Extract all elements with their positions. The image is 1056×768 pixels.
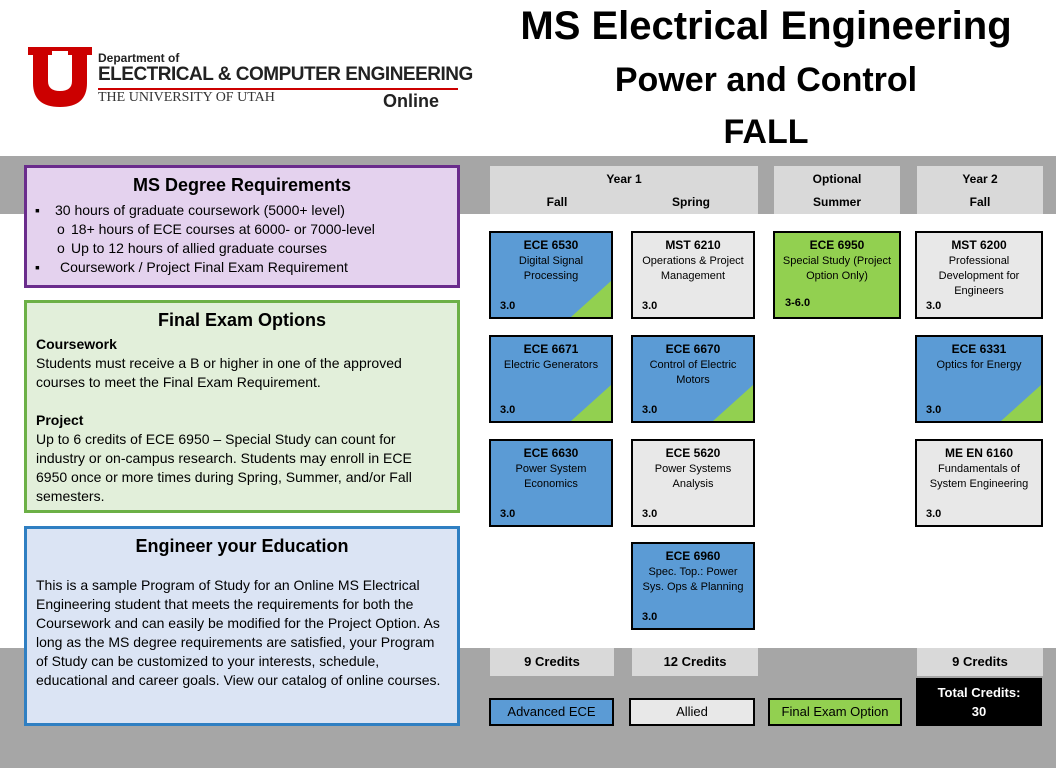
page-subtitle: Power and Control [614, 61, 918, 99]
course-credits: 3.0 [500, 300, 516, 312]
total-credits-label: Total Credits: [937, 685, 1021, 700]
course-code: ECE 6960 [665, 549, 721, 563]
course-meen6160: ME EN 6160 Fundamentals of System Engine… [915, 439, 1043, 527]
course-credits: 3.0 [642, 404, 658, 416]
course-credits: 3.0 [642, 611, 658, 623]
engineer-education-box: Engineer your Education This is a sample… [24, 526, 460, 726]
spring-credits: 12 Credits [632, 648, 758, 676]
course-code: ECE 5620 [665, 446, 721, 460]
course-ece5620: ECE 5620 Power Systems Analysis 3.0 [631, 439, 755, 527]
legend-advanced-ece: Advanced ECE [489, 698, 614, 726]
summer-label: Summer [812, 195, 862, 209]
course-ece6960: ECE 6960 Spec. Top.: Power Sys. Ops & Pl… [631, 542, 755, 630]
logo-university-name: THE UNIVERSITY OF UTAH [98, 90, 275, 105]
list-item: 30 hours of graduate coursework (5000+ l… [27, 201, 457, 220]
course-credits: 3.0 [926, 508, 942, 520]
year2-header: Year 2 Fall [917, 166, 1043, 214]
logo-online-label: Online [383, 91, 440, 111]
project-text: Up to 6 credits of ECE 6950 – Special St… [36, 431, 412, 504]
final-exam-option-marker [1001, 385, 1041, 421]
course-credits: 3.0 [500, 404, 516, 416]
requirements-list: 30 hours of graduate coursework (5000+ l… [27, 201, 457, 277]
course-code: ECE 6670 [665, 342, 721, 356]
course-code: ECE 6530 [523, 238, 579, 252]
fall2-label: Fall [969, 195, 991, 209]
project-heading: Project [36, 412, 84, 428]
university-logo: Department of ELECTRICAL & COMPUTER ENGI… [28, 47, 473, 117]
education-heading: Engineer your Education [135, 536, 349, 556]
list-item: 18+ hours of ECE courses at 6000- or 700… [27, 220, 457, 239]
course-name: Control of Electric Motors [649, 359, 737, 386]
block-u-logo-icon [28, 47, 92, 107]
course-code: ME EN 6160 [944, 446, 1014, 460]
course-credits: 3-6.0 [785, 297, 811, 309]
course-name: Operations & Project Management [642, 255, 744, 282]
course-name: Fundamentals of System Engineering [929, 463, 1029, 490]
course-name: Spec. Top.: Power Sys. Ops & Planning [642, 566, 744, 593]
final-exam-option-marker [713, 385, 753, 421]
degree-requirements-heading: MS Degree Requirements [132, 175, 352, 195]
course-name: Optics for Energy [936, 359, 1022, 371]
logo-department-of: Department of [98, 51, 180, 65]
course-name: Power Systems Analysis [654, 463, 732, 490]
year2-label: Year 2 [962, 172, 998, 186]
course-name: Electric Generators [503, 359, 599, 371]
education-text: This is a sample Program of Study for an… [36, 577, 441, 688]
spring-label: Spring [672, 195, 710, 209]
legend-allied: Allied [629, 698, 755, 726]
final-exam-options-box: Final Exam Options Coursework Students m… [24, 300, 460, 513]
course-code: MST 6200 [951, 238, 1007, 252]
logo-divider [98, 88, 458, 90]
optional-label: Optional [812, 172, 862, 186]
fall-label: Fall [546, 195, 568, 209]
course-name: Professional Development for Engineers [938, 255, 1020, 297]
total-credits-value: 30 [971, 704, 987, 719]
page-term: FALL [723, 113, 809, 151]
final-exam-option-marker [571, 281, 611, 317]
course-code: ECE 6630 [523, 446, 579, 460]
course-ece6331: ECE 6331 Optics for Energy 3.0 [915, 335, 1043, 423]
course-code: ECE 6331 [951, 342, 1007, 356]
summer-header: Optional Summer [774, 166, 900, 214]
course-ece6630: ECE 6630 Power System Economics 3.0 [489, 439, 613, 527]
course-name: Special Study (Project Option Only) [782, 255, 892, 282]
course-credits: 3.0 [926, 404, 942, 416]
course-name: Power System Economics [515, 463, 587, 490]
page-title: MS Electrical Engineering [520, 4, 1012, 48]
course-name: Digital Signal Processing [518, 255, 584, 282]
coursework-text: Students must receive a B or higher in o… [36, 355, 402, 390]
course-ece6671: ECE 6671 Electric Generators 3.0 [489, 335, 613, 423]
list-item: Coursework / Project Final Exam Requirem… [27, 258, 457, 277]
course-credits: 3.0 [642, 300, 658, 312]
legend-final-exam-option: Final Exam Option [768, 698, 902, 726]
course-credits: 3.0 [500, 508, 516, 520]
course-code: ECE 6950 [809, 238, 865, 252]
final-exam-option-marker [571, 385, 611, 421]
course-code: MST 6210 [665, 238, 721, 252]
list-item: Up to 12 hours of allied graduate course… [27, 239, 457, 258]
degree-requirements-box: MS Degree Requirements 30 hours of gradu… [24, 165, 460, 288]
course-mst6200: MST 6200 Professional Development for En… [915, 231, 1043, 319]
logo-department-name: ELECTRICAL & COMPUTER ENGINEERING [98, 64, 473, 85]
total-credits: Total Credits: 30 [916, 678, 1042, 726]
course-ece6530: ECE 6530 Digital Signal Processing 3.0 [489, 231, 613, 319]
year1-header: Year 1 Fall Spring [490, 166, 758, 214]
final-exam-heading: Final Exam Options [157, 310, 327, 330]
course-credits: 3.0 [642, 508, 658, 520]
year1-label: Year 1 [606, 172, 642, 186]
course-ece6950: ECE 6950 Special Study (Project Option O… [773, 231, 901, 319]
course-mst6210: MST 6210 Operations & Project Management… [631, 231, 755, 319]
coursework-heading: Coursework [36, 336, 117, 352]
course-credits: 3.0 [926, 300, 942, 312]
fall2-credits: 9 Credits [917, 648, 1043, 676]
course-ece6670: ECE 6670 Control of Electric Motors 3.0 [631, 335, 755, 423]
course-code: ECE 6671 [523, 342, 579, 356]
fall-credits: 9 Credits [490, 648, 614, 676]
